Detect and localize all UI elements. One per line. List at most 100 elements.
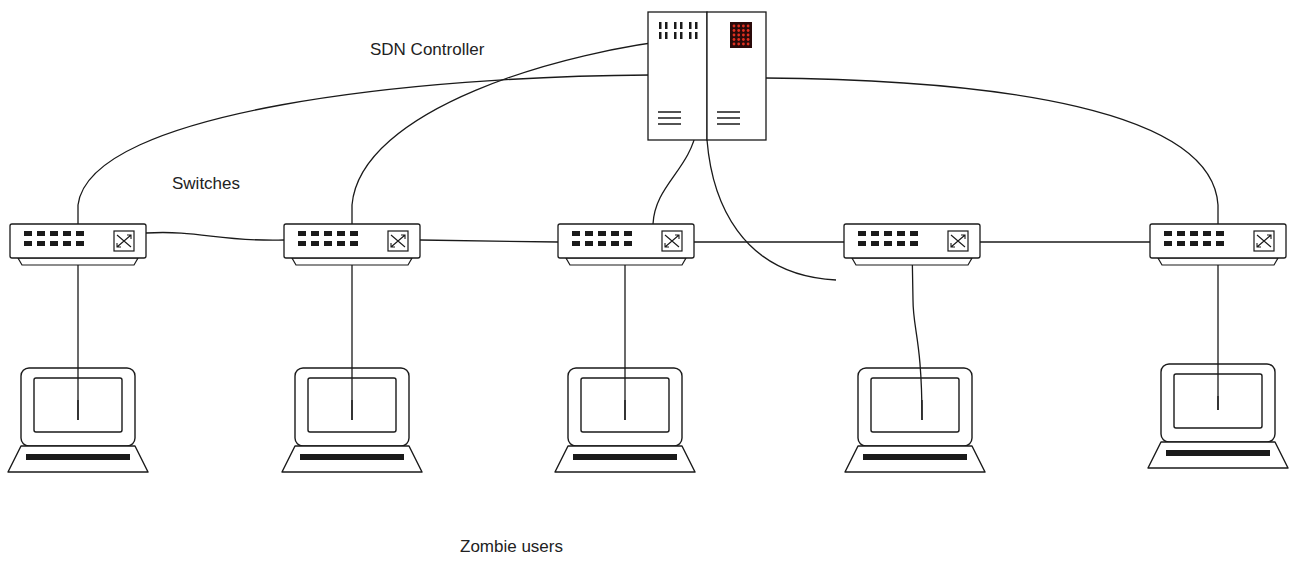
led-dot — [742, 34, 745, 37]
switch-port — [24, 231, 32, 236]
network-wire — [420, 240, 558, 242]
switch-body — [284, 224, 420, 258]
laptop-screen — [581, 378, 669, 432]
drive-bay — [659, 32, 662, 39]
laptop-keyboard — [1166, 450, 1270, 456]
switch-port — [884, 241, 892, 246]
switch-port — [598, 231, 606, 236]
led-dot — [733, 43, 736, 46]
laptop-lid — [295, 368, 409, 446]
switch-port — [1203, 241, 1211, 246]
server-vent — [658, 123, 681, 125]
led-dot — [747, 29, 750, 32]
led-dot — [742, 38, 745, 41]
drive-bay — [659, 22, 662, 29]
switch-port — [871, 241, 879, 246]
network-wire — [707, 140, 836, 280]
laptop-lid — [858, 368, 972, 446]
drive-bay — [695, 32, 698, 39]
drive-bay — [665, 32, 668, 39]
controller-server — [648, 12, 766, 140]
switch-port — [585, 231, 593, 236]
laptop-base — [282, 446, 422, 472]
laptop-base — [845, 446, 985, 472]
switch-base — [18, 258, 138, 265]
led-dot — [747, 43, 750, 46]
led-dot — [737, 43, 740, 46]
laptop-base — [555, 446, 695, 472]
network-switch — [284, 224, 420, 265]
switch-port — [585, 241, 593, 246]
switch-body — [558, 224, 694, 258]
switch-port — [63, 231, 71, 236]
network-wire — [653, 128, 697, 224]
led-dot — [747, 38, 750, 41]
drive-bay — [695, 22, 698, 29]
laptop-group — [8, 364, 1288, 472]
led-dot — [742, 29, 745, 32]
switch-port — [337, 231, 345, 236]
network-wire — [624, 240, 625, 420]
network-wire — [693, 241, 844, 242]
laptop-base — [8, 446, 148, 472]
switch-base — [292, 258, 412, 265]
switch-port — [50, 231, 58, 236]
switch-logo — [388, 231, 408, 251]
led-dot — [742, 43, 745, 46]
switch-logo — [948, 231, 968, 251]
switch-port — [1190, 231, 1198, 236]
zombie-laptop — [1148, 364, 1288, 468]
switch-port — [1177, 241, 1185, 246]
switch-port — [37, 231, 45, 236]
drive-bay — [665, 22, 668, 29]
switch-arrows — [951, 235, 965, 247]
led-dot — [737, 25, 740, 28]
zombie-laptop — [555, 368, 695, 472]
drive-bay — [674, 22, 677, 29]
network-wire — [146, 233, 284, 241]
switch-port — [350, 231, 358, 236]
led-dot — [742, 25, 745, 28]
switch-port — [611, 241, 619, 246]
laptop-lid — [1161, 364, 1275, 442]
drive-bay — [689, 22, 692, 29]
network-switch — [844, 224, 980, 265]
switch-arrows — [1257, 235, 1271, 247]
switch-port — [897, 231, 905, 236]
laptop-screen — [1174, 374, 1262, 428]
network-switch — [558, 224, 694, 265]
switch-port — [24, 241, 32, 246]
switch-port — [858, 231, 866, 236]
led-panel — [730, 22, 752, 48]
led-dot — [733, 25, 736, 28]
laptop-lid — [21, 368, 135, 446]
switch-group — [10, 224, 1286, 265]
switch-port — [63, 241, 71, 246]
switch-port — [337, 241, 345, 246]
laptop-lid — [568, 368, 682, 446]
switch-logo — [662, 231, 682, 251]
server-panel — [707, 12, 766, 140]
laptop-keyboard — [573, 454, 677, 460]
switch-port — [37, 241, 45, 246]
switch-port — [311, 241, 319, 246]
switch-arrows — [117, 235, 131, 247]
laptop-keyboard — [863, 454, 967, 460]
switch-port — [50, 241, 58, 246]
switch-port — [350, 241, 358, 246]
switch-port — [1203, 231, 1211, 236]
switch-port — [871, 231, 879, 236]
led-dot — [737, 38, 740, 41]
laptop-screen — [308, 378, 396, 432]
server-vent — [717, 123, 740, 125]
switch-port — [1177, 231, 1185, 236]
switch-port — [624, 231, 632, 236]
switch-port — [611, 231, 619, 236]
screen-wire-group — [78, 396, 1218, 420]
switch-port — [897, 241, 905, 246]
server-panel — [648, 12, 707, 140]
switch-port — [572, 241, 580, 246]
switch-body — [1150, 224, 1286, 258]
switch-port — [572, 231, 580, 236]
